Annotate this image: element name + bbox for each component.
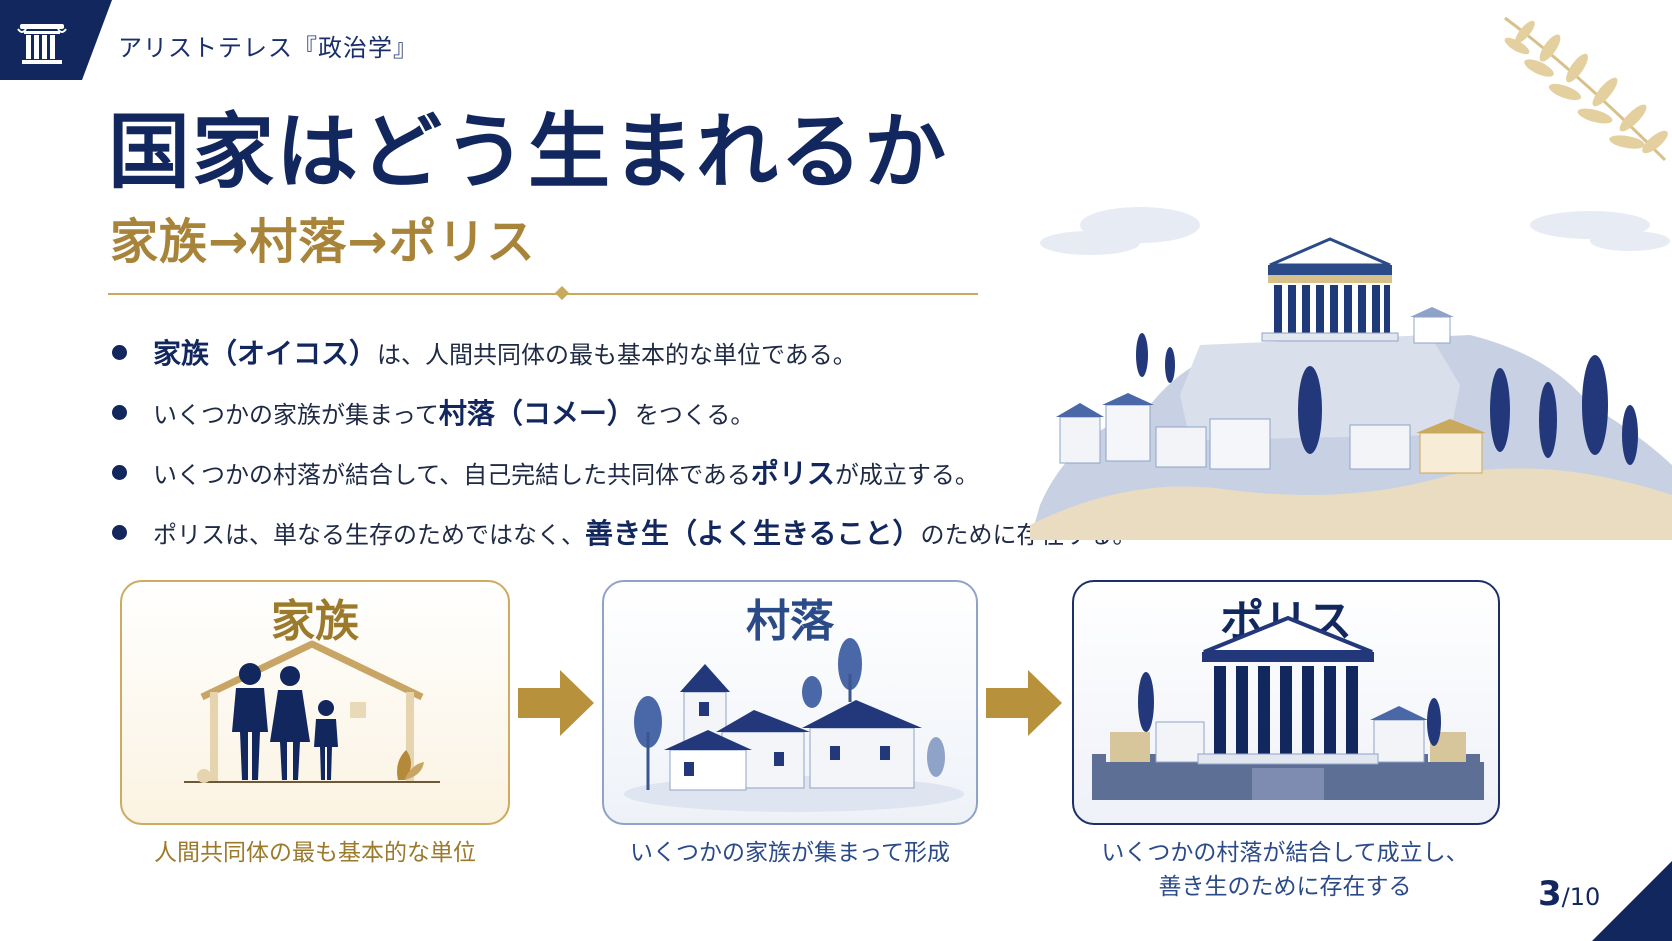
bullet-highlight: 家族（オイコス） xyxy=(153,337,378,370)
bullet-highlight: 村落（コメー） xyxy=(438,397,635,430)
flow-arrow-icon xyxy=(986,670,1062,736)
laurel-icon xyxy=(1504,16,1668,162)
page-number: 3/10 xyxy=(1538,874,1600,914)
bullet-item-3: いくつかの村落が結合して、自己完結した共同体である ポリス が成立する。 xyxy=(112,452,979,492)
stage-card-village: 村落 xyxy=(602,580,978,825)
flow-arrow-icon xyxy=(518,670,594,736)
stage-card-family: 家族 xyxy=(120,580,510,825)
bullet-text: をつくる。 xyxy=(634,400,755,429)
village-icon xyxy=(624,638,964,812)
stage-title-family: 家族 xyxy=(271,596,359,647)
bullet-text: いくつかの家族が集まって xyxy=(153,400,439,429)
page-title: 国家はどう生まれるか xyxy=(108,105,949,200)
stage-caption-village: いくつかの家族が集まって形成 xyxy=(630,840,950,866)
bullet-item-2: いくつかの家族が集まって 村落（コメー） をつくる。 xyxy=(112,392,754,432)
acropolis-icon xyxy=(1092,615,1484,800)
bullet-dot xyxy=(112,524,127,540)
houses xyxy=(1056,307,1486,474)
bullet-item-1: 家族（オイコス） は、人間共同体の最も基本的な単位である。 xyxy=(112,332,857,372)
stage-caption-polis-line2: 善き生のために存在する xyxy=(1158,874,1412,900)
stage-card-polis: ポリス xyxy=(1072,580,1500,825)
page-subtitle: 家族→村落→ポリス xyxy=(110,214,536,270)
stage-caption-family: 人間共同体の最も基本的な単位 xyxy=(154,840,476,866)
bullet-text: いくつかの村落が結合して、自己完結した共同体である xyxy=(153,460,751,489)
bullet-dot xyxy=(112,404,127,420)
stage-caption-polis: いくつかの村落が結合して成立し、 善き生のために存在する xyxy=(1050,836,1520,904)
family-house-icon xyxy=(184,640,440,783)
page-total: /10 xyxy=(1561,883,1601,911)
page-current: 3 xyxy=(1538,874,1562,914)
header-title: アリストテレス『政治学』 xyxy=(118,34,418,62)
bullet-text: が成立する。 xyxy=(834,460,979,489)
bullet-highlight: ポリス xyxy=(750,457,835,490)
corner-decoration xyxy=(1592,861,1672,941)
parthenon xyxy=(1261,237,1399,342)
bullet-dot xyxy=(112,464,127,480)
stage-title-village: 村落 xyxy=(746,596,834,647)
bullet-dot xyxy=(112,344,127,360)
greek-column-icon xyxy=(17,24,67,64)
stage-caption-polis-line1: いくつかの村落が結合して成立し、 xyxy=(1101,840,1469,866)
bullet-highlight: 善き生（よく生きること） xyxy=(585,517,921,550)
header-logo-badge xyxy=(0,0,112,80)
title-divider xyxy=(108,286,978,301)
bullet-item-4: ポリスは、単なる生存のためではなく、 善き生（よく生きること） のために存在する… xyxy=(112,512,1136,552)
bullet-text: ポリスは、単なる生存のためではなく、 xyxy=(153,520,585,549)
acropolis-illustration xyxy=(1030,207,1672,540)
bullet-text: は、人間共同体の最も基本的な単位である。 xyxy=(377,340,857,369)
